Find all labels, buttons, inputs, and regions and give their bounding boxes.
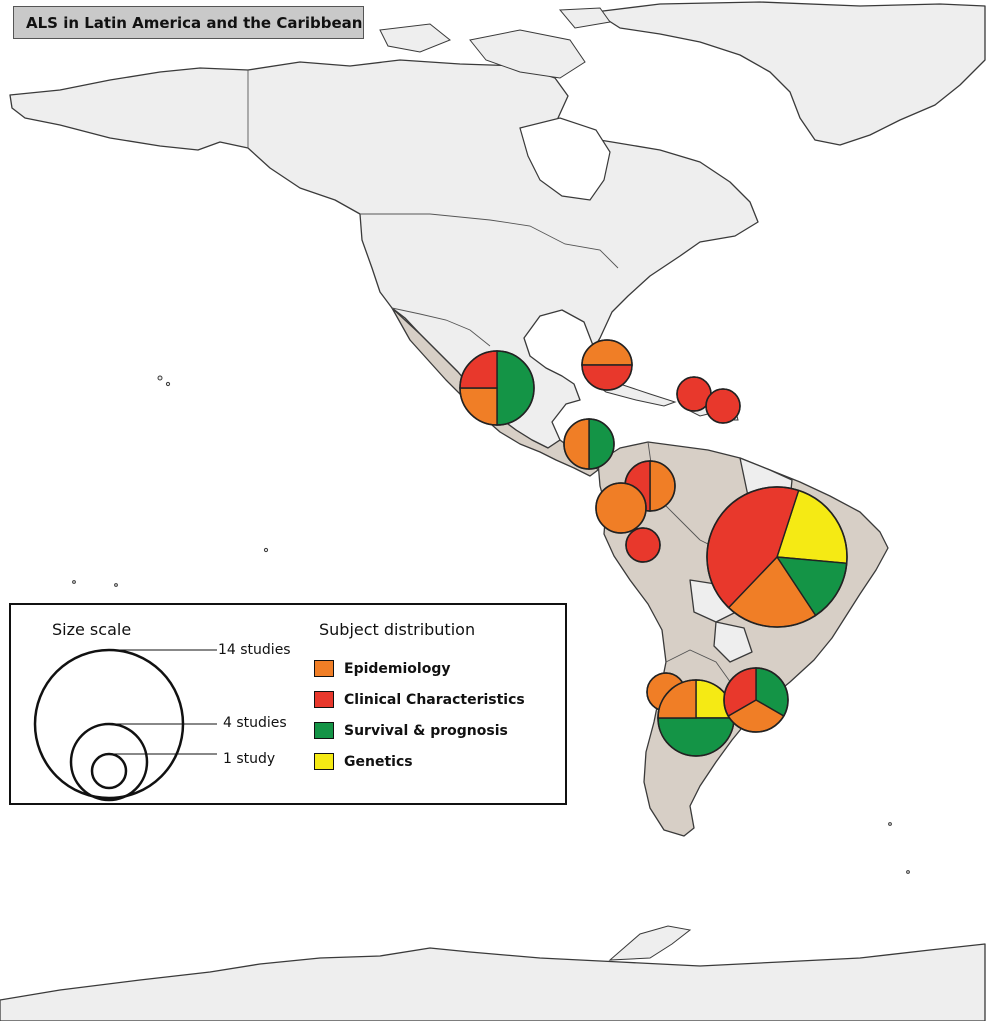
antarctic-peninsula (608, 925, 692, 961)
pie-marker-puerto-rico (676, 376, 712, 412)
size-scale-title: Size scale (52, 620, 132, 639)
pie-marker-cuba (581, 339, 633, 391)
legend-swatch-genetics (314, 753, 334, 770)
pie-marker-peru (625, 527, 661, 563)
pie-marker-ecuador-circle (595, 482, 647, 534)
legend-item-survival: Survival & prognosis (314, 722, 508, 739)
pie-marker-central-america (563, 418, 615, 470)
scale-label-1: 1 study (223, 751, 276, 767)
pie-marker-caribbean-island (705, 388, 741, 424)
pie-marker-ecuador (595, 482, 647, 534)
legend-label-genetics: Genetics (344, 753, 413, 770)
hudson-bay (519, 117, 611, 201)
scale-label-14: 14 studies (218, 642, 291, 658)
pie-marker-mexico-circle (459, 350, 535, 426)
pie-marker-uruguay-circle (723, 667, 789, 733)
pacific-island (165, 381, 171, 387)
legend-swatch-clinical (314, 691, 334, 708)
scale-circle-4 (69, 722, 149, 802)
interior-unshaded-region-2 (713, 621, 753, 663)
pie-marker-peru-circle (625, 527, 661, 563)
pie-marker-uruguay (723, 667, 789, 733)
legend-swatch-epidemiology (314, 660, 334, 677)
baffin-island (469, 29, 586, 79)
legend-panel: Size scale Subject distribution 14 studi… (9, 603, 567, 805)
size-scale-graphic (33, 648, 217, 802)
legend-label-epidemiology: Epidemiology (344, 660, 451, 677)
arctic-island (379, 23, 451, 53)
pie-marker-argentina (657, 679, 735, 757)
pie-marker-cuba-circle (581, 339, 633, 391)
antarctica-landmass (0, 943, 986, 1021)
pie-marker-brazil-circle (706, 486, 848, 628)
pacific-island (157, 375, 163, 381)
atlantic-island (906, 870, 910, 874)
pie-marker-central-america-circle (563, 418, 615, 470)
greenland-landmass (594, 1, 986, 146)
pie-marker-brazil (706, 486, 848, 628)
atlantic-island (888, 822, 892, 826)
pie-marker-mexico (459, 350, 535, 426)
map-title: ALS in Latin America and the Caribbean (13, 6, 364, 39)
legend-item-epidemiology: Epidemiology (314, 660, 450, 677)
arctic-island-2 (558, 7, 611, 29)
scale-label-4: 4 studies (223, 715, 287, 731)
legend-swatch-survival (314, 722, 334, 739)
legend-label-clinical: Clinical Characteristics (344, 691, 525, 708)
subject-distribution-title: Subject distribution (319, 620, 476, 639)
pacific-island (263, 547, 269, 553)
pie-marker-caribbean-island-circle (705, 388, 741, 424)
pacific-island (114, 583, 118, 587)
us-canada-border-2 (360, 213, 619, 269)
legend-label-survival: Survival & prognosis (344, 722, 508, 739)
legend-item-genetics: Genetics (314, 753, 413, 770)
map-title-text: ALS in Latin America and the Caribbean (26, 13, 363, 32)
pie-slice-cuba-epi (581, 339, 633, 366)
south-america-border-3 (665, 649, 737, 691)
us-mexico-border (391, 307, 491, 347)
north-america-landmass (9, 59, 759, 449)
scale-circle-1 (90, 752, 128, 790)
pacific-island (72, 580, 76, 584)
legend-item-clinical: Clinical Characteristics (314, 691, 525, 708)
